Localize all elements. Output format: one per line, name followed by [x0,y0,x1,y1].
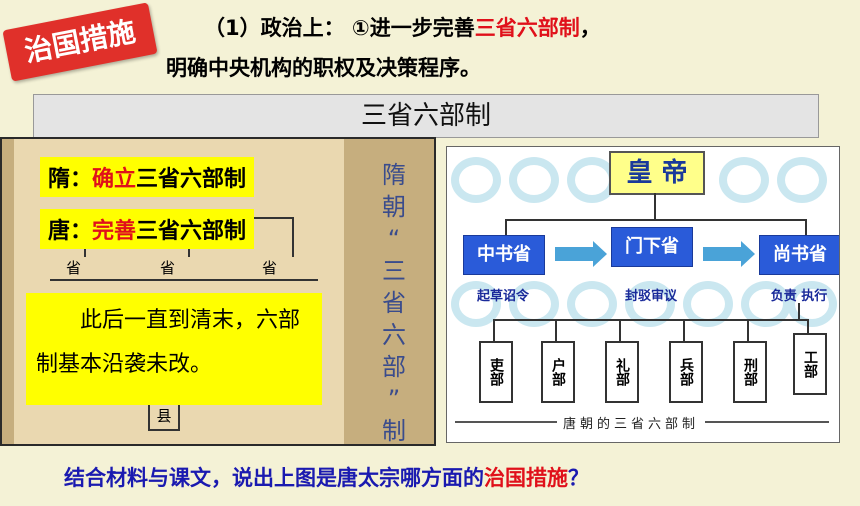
vertical-char: 省 [382,289,406,317]
heading-line1: （1）政治上： ①进一步完善三省六部制， [204,12,601,42]
swirl-pattern [451,151,837,431]
ministry-li: 吏部 [479,341,513,403]
heading-line2: 明确中央机构的职权及决策程序。 [166,56,481,80]
dept-zhongshu: 中书省 [463,235,545,275]
connector [493,319,495,341]
connector [654,193,656,219]
vertical-char: 三 [382,257,406,285]
vertical-char: 六 [382,321,406,349]
tree-line [292,217,294,257]
right-diagram-panel: 皇 帝 中书省 门下省 尚书省 起草诏令 封驳审议 负责 执行 吏部 户部 礼部… [446,146,840,443]
connector [505,219,805,221]
sui-label: 隋：确立三省六部制 [40,157,255,197]
connector [807,319,809,333]
question-highlight: 治国措施 [484,466,568,490]
question-suffix: ？ [568,466,589,490]
question-prefix: 结合材料与课文，说出上图是唐太宗哪方面的 [64,466,484,490]
emperor-box: 皇 帝 [609,151,705,195]
dept-menxia: 门下省 [611,227,693,267]
vertical-char: 隋 [382,161,406,189]
sheng-label-2: 省 [160,259,176,277]
connector [683,319,685,341]
dept-shangshu: 尚书省 [759,235,839,275]
xian-label: 县 [148,401,180,431]
connector [747,319,749,341]
connector [555,319,557,341]
ministry-xing: 刑部 [733,341,767,403]
heading-line1-suffix: ， [579,16,601,40]
ministry-bing: 兵部 [669,341,703,403]
arrow-head-icon [593,241,607,267]
vertical-char: 部 [382,353,406,381]
sui-suffix: 三省六部制 [136,167,247,192]
tang-label: 唐：完善三省六部制 [40,209,255,249]
vertical-char: 制 [382,417,406,445]
sheng-label-3: 省 [262,259,278,277]
duty-menxia: 封驳审议 [624,289,677,304]
diagram-caption: 唐朝的三省六部制 [557,413,706,432]
duty-shangshu: 负责 执行 [770,289,828,304]
connector [805,219,807,235]
question-text: 结合材料与课文，说出上图是唐太宗哪方面的治国措施？ [64,462,589,492]
vertical-title: 隋 朝 “ 三 省 六 部 ” 制 [370,159,418,445]
connector [493,319,809,321]
tang-suffix: 三省六部制 [136,219,247,244]
banner-title: 三省六部制 [33,94,819,138]
tree-line [50,279,318,281]
tang-prefix: 唐： [48,219,93,244]
sheng-label-1: 省 [66,259,82,277]
connector [619,319,621,341]
vertical-char: 朝 [382,193,406,221]
arrow-right-icon [555,247,595,261]
heading-line1-prefix: （1）政治上： ①进一步完善 [204,16,475,40]
heading-line1-highlight: 三省六部制 [474,16,580,40]
note-box: 此后一直到清末，六部制基本沿袭未改。 [26,293,322,405]
ministry-li-rites: 礼部 [605,341,639,403]
left-image-panel: 省 省 省 县 隋：确立三省六部制 唐：完善三省六部制 此后一直到清末，六部制基… [0,137,436,446]
sui-prefix: 隋： [48,167,93,192]
ministry-gong: 工部 [793,333,827,395]
vertical-char: ” [387,385,401,413]
connector [798,303,800,319]
ministry-hu: 户部 [541,341,575,403]
duty-zhongshu: 起草诏令 [476,289,529,304]
tang-highlight: 完善 [92,219,137,244]
sui-highlight: 确立 [92,167,137,192]
vertical-char: “ [387,225,401,253]
badge-governance: 治国措施 [2,2,158,82]
arrow-right-icon [703,247,743,261]
arrow-head-icon [741,241,755,267]
connector [505,219,507,235]
